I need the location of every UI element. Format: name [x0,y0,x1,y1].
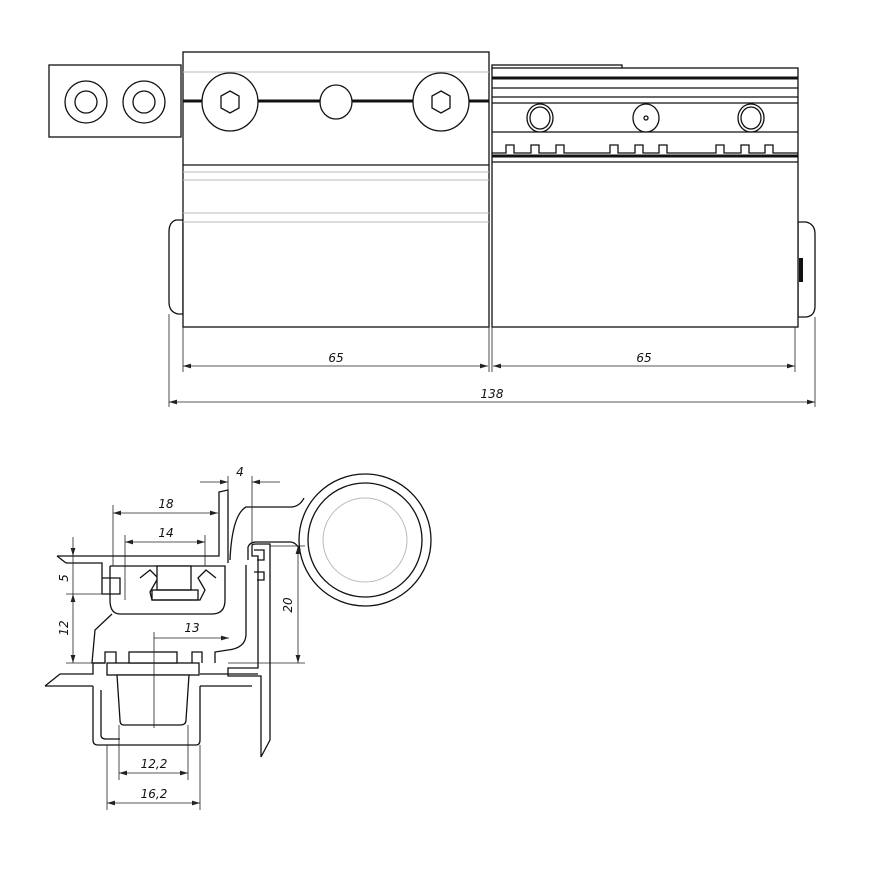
mounting-tab [48,64,182,138]
right-cap-latch [799,258,803,282]
pin-hole-icon [632,103,660,133]
hex-screw-icon [201,72,259,132]
dim-channel-outer: 16,2 [141,787,168,801]
roller-arm [229,497,305,561]
dim-left-width: 65 [328,351,343,365]
channel-insert [116,674,190,726]
left-hinge-block [182,51,490,328]
upper-holder [66,562,226,615]
dim-total-height: 20 [281,597,295,613]
dim-top-height: 5 [57,574,71,582]
section-view: 4 18 14 5 12 13 20 [44,465,432,810]
teeth-profile [492,144,798,154]
hex-screw-icon [412,72,470,132]
frame-plate [44,662,258,687]
screw-hole-icon [526,103,554,133]
top-dimensions: 65 65 138 [168,314,816,407]
dim-overall-width: 138 [481,387,504,401]
center-pin-icon [319,84,353,120]
section-dimensions: 4 18 14 5 12 13 20 [57,465,305,810]
sash-plate [57,489,229,563]
right-end-cap [797,221,816,318]
top-view: 65 65 138 [48,51,816,407]
left-end-cap [168,219,184,315]
dim-inner-width: 14 [158,526,173,540]
screw-hole-icon [737,103,765,133]
cap-plate [106,662,200,676]
dim-mid-height: 12 [57,620,71,635]
right-hinge-block [491,64,799,328]
dim-channel-inner: 12,2 [141,757,168,771]
dim-right-width: 65 [636,351,651,365]
dim-outer-width: 18 [158,497,174,511]
dim-gap: 4 [236,465,244,479]
roller [298,473,432,607]
dim-offset: 13 [184,621,199,635]
